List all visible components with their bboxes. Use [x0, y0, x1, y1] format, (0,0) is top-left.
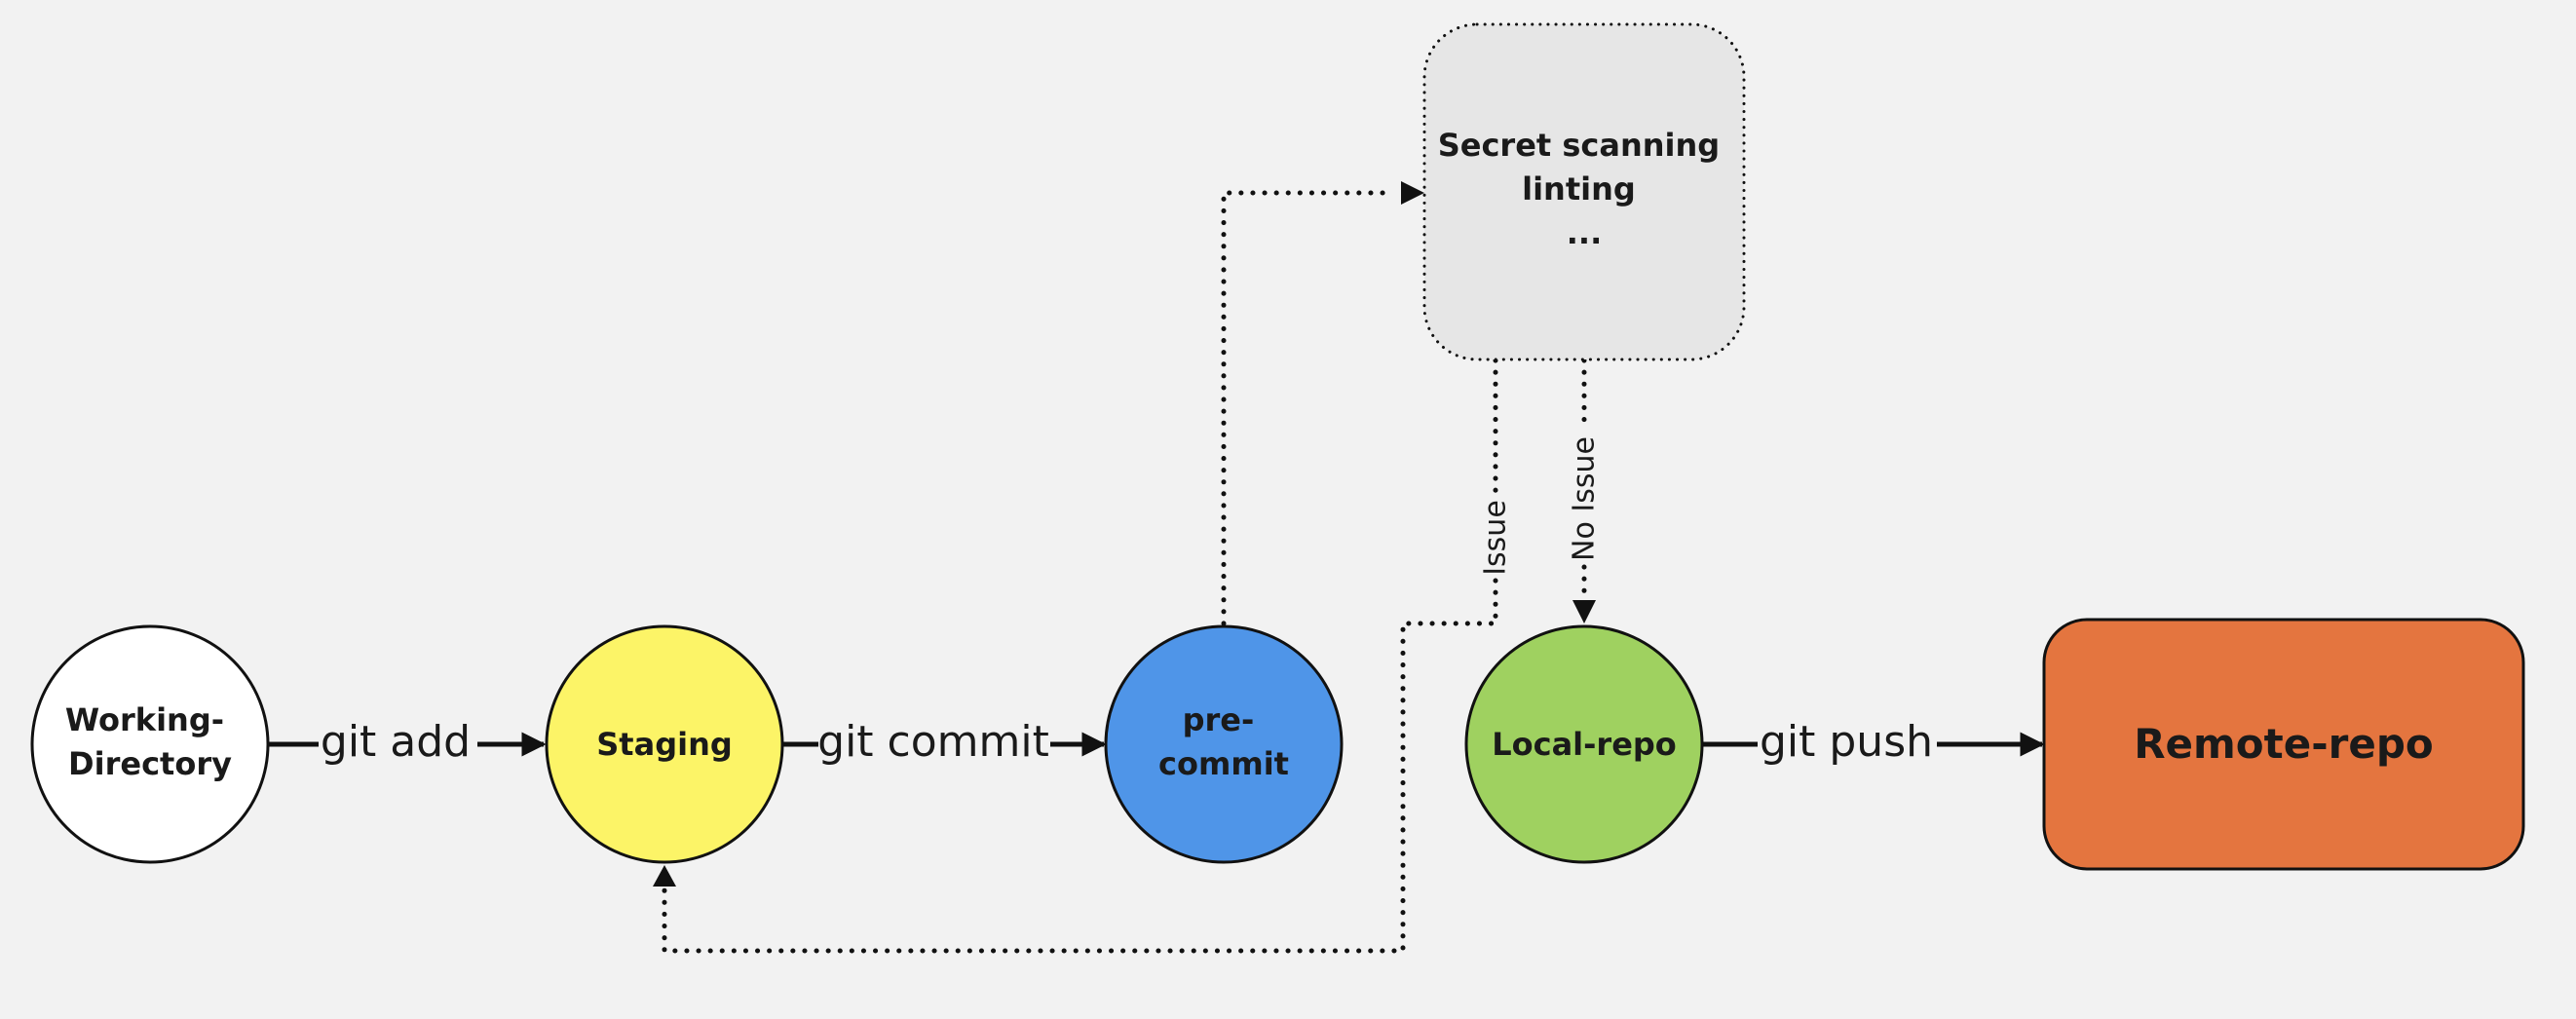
node-working-directory-shape	[30, 624, 270, 864]
edge-label-no-issue: No Issue	[1568, 436, 1602, 561]
node-local-repo-label: Local-repo	[1492, 726, 1677, 763]
edge-no-issue-to-local-repo: No Issue	[1568, 358, 1602, 623]
svg-text:pre- commit: pre- commit	[1158, 701, 1289, 782]
node-staging-shape	[545, 624, 784, 864]
edge-precommit-to-checks	[1221, 181, 1424, 626]
node-local-repo: Local-repo	[1464, 624, 1704, 864]
edge-git-commit: git commit	[782, 717, 1107, 767]
node-working-directory-label-line1: Working-	[65, 701, 224, 738]
node-pre-commit-label-line2: commit	[1158, 745, 1289, 782]
node-remote-repo-label: Remote-repo	[2134, 720, 2434, 768]
node-remote-repo-shape	[2042, 618, 2525, 871]
node-local-repo-shape	[1464, 624, 1704, 864]
node-staging: Staging	[545, 624, 784, 864]
node-checks-label-line3: ...	[1567, 214, 1602, 251]
node-staging-label: Staging	[596, 726, 733, 763]
node-working-directory: Working- Directory	[30, 624, 270, 864]
svg-text:Secret scanning linting: Secret scanning linting ...	[1438, 127, 1731, 251]
node-checks-shape	[1422, 22, 1746, 361]
node-pre-commit: pre- commit	[1104, 624, 1344, 864]
node-remote-repo: Remote-repo	[2042, 618, 2525, 871]
node-pre-commit-shape	[1104, 624, 1344, 864]
node-checks-label-line2: linting	[1522, 170, 1636, 208]
edge-git-push: git push	[1703, 717, 2045, 767]
node-working-directory-label-line2: Directory	[68, 745, 232, 782]
edge-label-git-add: git add	[321, 717, 471, 767]
edge-label-git-push: git push	[1760, 717, 1933, 767]
edge-label-issue: Issue	[1479, 500, 1513, 576]
edge-issue-back-to-staging: Issue	[653, 358, 1513, 954]
node-pre-commit-label-line1: pre-	[1183, 701, 1255, 738]
edge-label-git-commit: git commit	[817, 717, 1049, 767]
svg-text:Working- Directory: Working- Directory	[65, 701, 235, 782]
node-checks-label-line1: Secret scanning	[1438, 127, 1720, 164]
edge-git-add: git add	[269, 717, 547, 767]
node-checks: Secret scanning linting ...	[1422, 22, 1746, 361]
